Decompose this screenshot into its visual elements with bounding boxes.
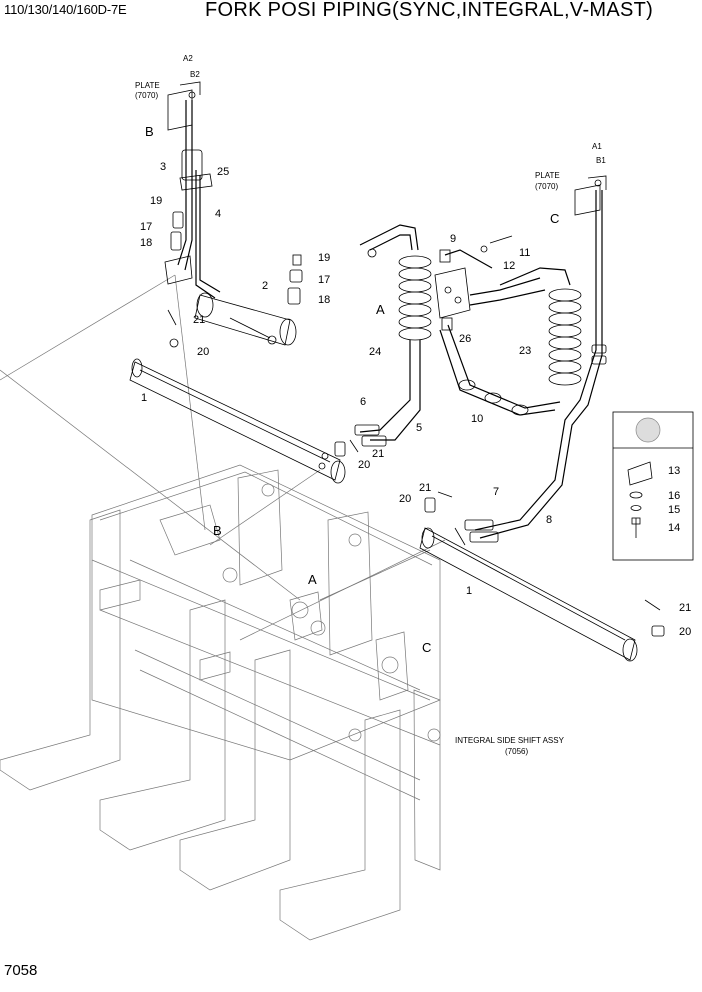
callout-18-right: 18 xyxy=(318,294,330,306)
left-piping-group xyxy=(164,81,303,348)
callout-13: 13 xyxy=(668,465,680,477)
assembly-code: (7056) xyxy=(505,747,528,756)
callout-21-right: 21 xyxy=(679,602,691,614)
callout-c-carriage: C xyxy=(422,640,431,655)
model-code: 110/130/140/160D-7E xyxy=(4,2,127,17)
callout-9: 9 xyxy=(450,233,456,245)
callout-20-right: 20 xyxy=(679,626,691,638)
callout-a-carriage: A xyxy=(308,572,317,587)
callout-16: 16 xyxy=(668,490,680,502)
right-cylinder-drawing xyxy=(419,491,665,662)
plate-left-code: (7070) xyxy=(135,91,158,100)
callout-21-right-top: 21 xyxy=(419,482,431,494)
callout-labels: A2 B2 PLATE (7070) B A1 B1 PLATE (7070) … xyxy=(135,54,691,756)
port-b1-label: B1 xyxy=(596,156,606,165)
callout-4: 4 xyxy=(215,208,221,220)
callout-5: 5 xyxy=(416,422,422,434)
callout-11: 11 xyxy=(519,247,530,259)
right-piping-group xyxy=(464,175,607,543)
callout-2: 2 xyxy=(262,280,268,292)
callout-26: 26 xyxy=(459,333,471,345)
port-a2-label: A2 xyxy=(183,54,193,63)
page-title: FORK POSI PIPING(SYNC,INTEGRAL,V-MAST) xyxy=(205,0,654,21)
callout-20-left: 20 xyxy=(197,346,209,358)
callout-24: 24 xyxy=(369,346,381,358)
plate-right-code: (7070) xyxy=(535,182,558,191)
callout-17-left: 17 xyxy=(140,221,152,233)
callout-10: 10 xyxy=(471,413,483,425)
callout-c-top: C xyxy=(550,211,559,226)
callout-1-left: 1 xyxy=(141,392,147,404)
port-b2-label: B2 xyxy=(190,70,200,79)
callout-8: 8 xyxy=(546,514,552,526)
callout-17-right: 17 xyxy=(318,274,330,286)
callout-12: 12 xyxy=(503,260,515,272)
callout-b-carriage: B xyxy=(213,523,222,538)
callout-14: 14 xyxy=(668,522,680,534)
callout-18-left: 18 xyxy=(140,237,152,249)
callout-a-top: A xyxy=(376,302,385,317)
callout-21-center: 21 xyxy=(372,448,384,460)
callout-1-right: 1 xyxy=(466,585,472,597)
leader-lines xyxy=(0,274,446,641)
callout-20-right-top: 20 xyxy=(399,493,411,505)
callout-21-left: 21 xyxy=(193,314,205,326)
callout-20-center: 20 xyxy=(358,459,370,471)
fork-carriage-drawing xyxy=(0,464,441,941)
callout-19-right: 19 xyxy=(318,252,330,264)
port-a1-label: A1 xyxy=(592,142,602,151)
assembly-name: INTEGRAL SIDE SHIFT ASSY xyxy=(455,736,565,745)
page-number: 7058 xyxy=(4,962,38,979)
callout-15: 15 xyxy=(668,504,680,516)
center-manifold-drawing xyxy=(354,224,561,447)
callout-6: 6 xyxy=(360,396,366,408)
plate-left-name: PLATE xyxy=(135,81,160,90)
callout-19-left: 19 xyxy=(150,195,162,207)
callout-3: 3 xyxy=(160,161,166,173)
plate-right-name: PLATE xyxy=(535,171,560,180)
clamp-kit-box xyxy=(612,411,694,561)
left-cylinder-drawing xyxy=(129,358,359,484)
callout-b-top: B xyxy=(145,124,154,139)
callout-23: 23 xyxy=(519,345,531,357)
callout-25: 25 xyxy=(217,166,229,178)
callout-7: 7 xyxy=(493,486,499,498)
